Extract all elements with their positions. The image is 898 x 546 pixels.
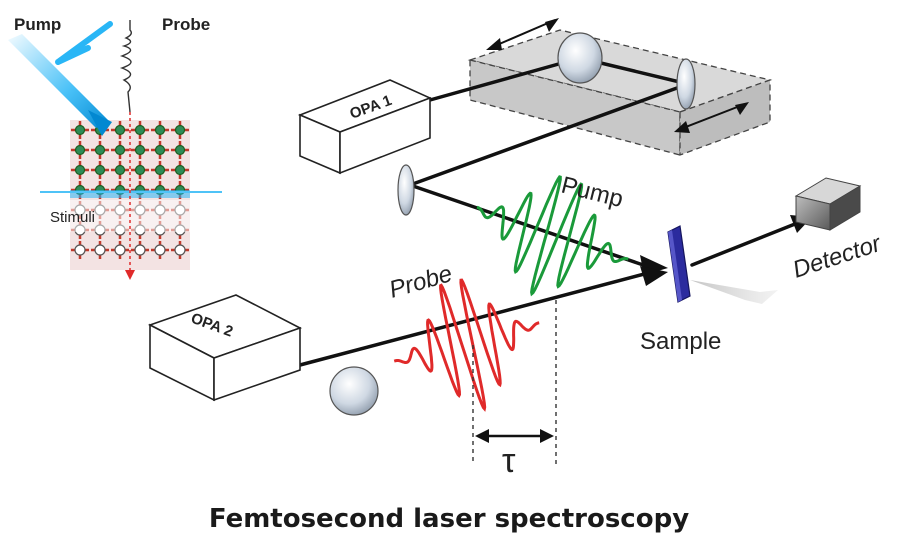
stage-arrow-side-right [735,102,749,115]
lattice-atom [174,164,186,176]
lattice-atom [94,164,106,176]
beam-sample-to-detector [690,220,802,267]
lattice-atom [134,164,146,176]
opa2-front [213,326,301,402]
detector-box [794,177,862,231]
retro-mirror [676,58,696,110]
stimuli-band [70,190,190,198]
detector-label: Detector [790,230,886,284]
lattice-atom [94,244,106,256]
stage-motion-line-side [677,103,746,131]
lattice-inset [40,120,222,270]
sample-label: Sample [640,328,721,355]
pump-inset-label: Pump [14,15,61,34]
stage-mirror [557,32,603,84]
lattice-atom [154,244,166,256]
opa1-box: OPA 1 [297,79,433,175]
pump-beam-arrowhead [88,110,112,136]
turning-mirror [397,164,415,216]
sample-plate-edge [668,230,682,302]
lattice-atom [114,164,126,176]
lattice-atom [114,124,126,136]
lattice-atom [134,124,146,136]
beam-opa1-to-stage-mirror [428,56,582,102]
beam-retro-to-turn-mirror [408,82,690,187]
stage-front-face [469,59,681,156]
lattice-atom [134,144,146,156]
pump-beam-fork [55,21,113,65]
opa1-front [339,96,431,175]
lattice-atom [154,144,166,156]
lattice-atom [74,124,86,136]
delay-arrowhead-right [540,429,554,443]
probe-arrowhead-inset [125,270,135,280]
detector-side [829,185,861,231]
stage-arrow-top-right [545,18,559,32]
lattice-atom [174,144,186,156]
probe-pulse-waveform [393,278,540,412]
lattice-atom [114,244,126,256]
lattice-atom [174,124,186,136]
lattice-atom [74,164,86,176]
delay-arrowhead-left [475,429,489,443]
opa2-box: OPA 2 [147,294,303,402]
lattice-atom [114,144,126,156]
lattice-atom [154,164,166,176]
stage-arrow-side-left [674,121,690,133]
delay-stage [467,18,773,156]
lattice-atom [94,144,106,156]
stage-arrow-top-left [486,38,502,50]
transmitted-beam [690,280,778,304]
lattice-atom [74,144,86,156]
probe-waveform-inset [119,20,133,113]
probe-arrowhead [640,266,668,286]
lattice-atom [134,244,146,256]
caption: Femtosecond laser spectroscopy [209,504,689,534]
beam-paths [298,56,802,367]
probe-inset-label: Probe [162,15,210,34]
pump-pulse-waveform [476,175,629,297]
tau-label: τ [502,442,516,480]
lattice-atom [154,124,166,136]
stimuli-label: Stimuli [50,209,95,226]
stage-side-face [679,79,771,156]
lattice-atom [74,244,86,256]
lattice-atom [174,244,186,256]
sample [667,225,691,303]
pump-beam-shape [8,34,110,128]
probe-mirror [329,366,379,416]
